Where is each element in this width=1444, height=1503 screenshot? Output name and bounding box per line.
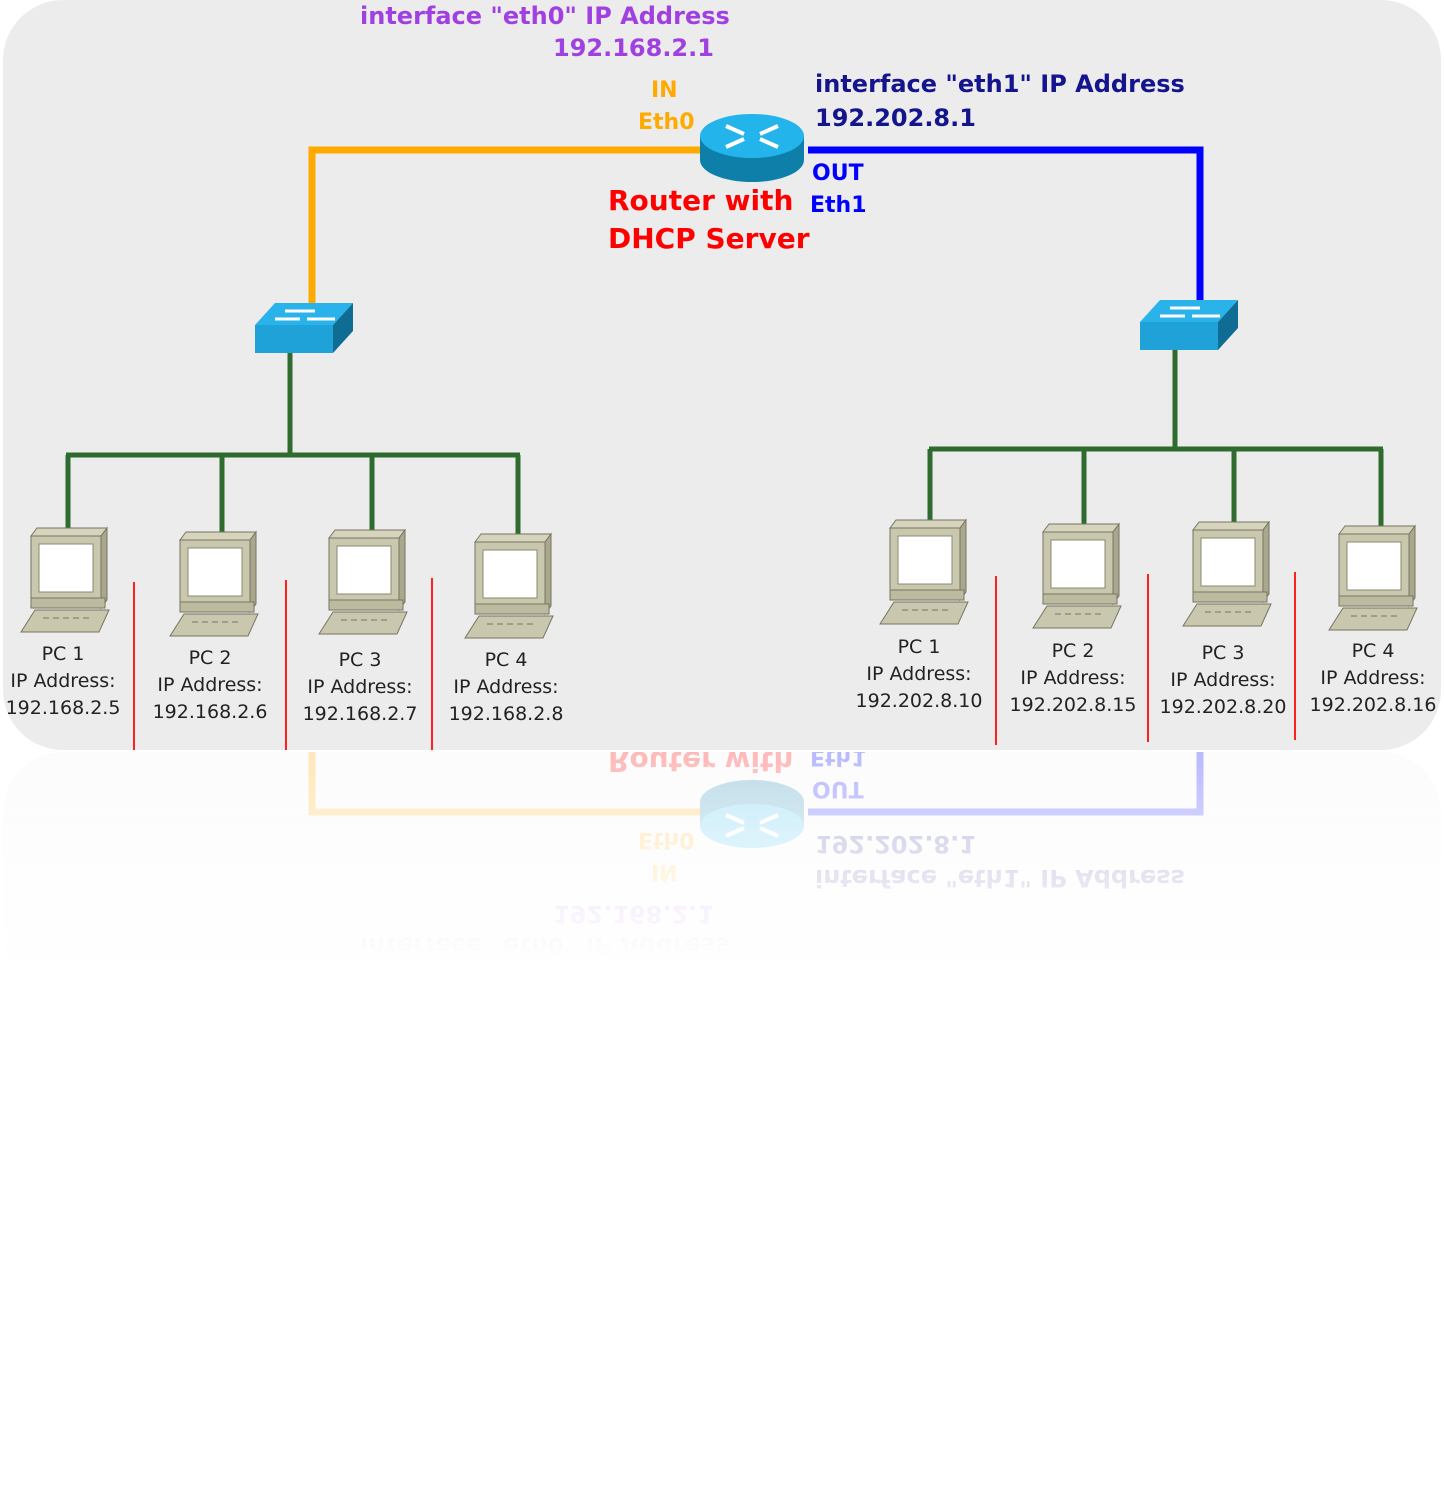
pc-label: PC 3 IP Address: 192.202.8.20 [1160, 640, 1287, 721]
eth1-ip: 192.202.8.1 [815, 104, 976, 132]
pc-name: PC 1 [41, 643, 85, 665]
pc-label: PC 3 IP Address: 192.168.2.7 [303, 647, 418, 728]
pc-icon [20, 526, 110, 633]
ip-label: IP Address: [1320, 667, 1426, 689]
pc-name: PC 2 [188, 647, 232, 669]
pc-label: PC 2 IP Address: 192.168.2.6 [153, 645, 268, 726]
right-lan-links [927, 350, 1384, 528]
network-links [20, 114, 1418, 750]
pc-icon [169, 530, 259, 637]
switch-icon [255, 303, 353, 353]
pc-label: PC 1 IP Address: 192.168.2.5 [6, 641, 121, 722]
eth1-ip: 192.202.8.1 [815, 830, 976, 858]
ip-label: IP Address: [1170, 669, 1276, 691]
ip-address: 192.202.8.20 [1159, 696, 1287, 718]
ip-label: IP Address: [157, 674, 263, 696]
eth1-port: Eth1 [810, 193, 867, 218]
pc-icon [1328, 524, 1418, 631]
router-label-line1: Router with [608, 184, 794, 217]
eth0-ip: 192.168.2.1 [553, 900, 714, 928]
ip-label: IP Address: [10, 670, 116, 692]
pc-name: PC 4 [1351, 640, 1395, 662]
switch-icon [1140, 300, 1238, 350]
eth0-port: Eth0 [638, 827, 695, 852]
pc-icon [318, 528, 408, 635]
pc-label: PC 2 IP Address: 192.202.8.15 [1010, 638, 1137, 719]
ip-address: 192.202.8.16 [1309, 694, 1437, 716]
ip-address: 192.168.2.7 [302, 703, 418, 725]
reflection-content: interface "eth0" IP Address 192.168.2.1 … [3, 752, 1441, 962]
pc-label: PC 4 IP Address: 192.168.2.8 [449, 647, 564, 728]
pc-icon [1032, 522, 1122, 629]
ip-address: 192.168.2.8 [448, 703, 564, 725]
ip-address: 192.168.2.6 [152, 701, 268, 723]
router-label-line2: DHCP Server [608, 222, 810, 255]
ip-address: 192.168.2.5 [5, 697, 121, 719]
eth1-port: Eth1 [810, 752, 867, 769]
eth0-link [308, 146, 703, 325]
left-lan-links [65, 350, 521, 536]
eth1-direction: OUT [812, 776, 864, 801]
ip-address: 192.202.8.10 [855, 690, 983, 712]
pc-name: PC 3 [338, 649, 382, 671]
router-icon [700, 114, 804, 182]
pc-name: PC 4 [484, 649, 528, 671]
eth0-link [308, 752, 703, 816]
eth1-link [808, 146, 1204, 315]
pc-label: PC 4 IP Address: 192.202.8.16 [1310, 638, 1437, 719]
diagram-panel: interface "eth0" IP Address 192.168.2.1 … [3, 0, 1441, 750]
eth1-direction: OUT [812, 161, 864, 186]
pc-name: PC 3 [1201, 642, 1245, 664]
eth1-link [808, 752, 1204, 816]
eth0-title: interface "eth0" IP Address [360, 2, 730, 30]
ip-label: IP Address: [1020, 667, 1126, 689]
eth0-ip: 192.168.2.1 [553, 34, 714, 62]
ip-label: IP Address: [866, 663, 972, 685]
separators [133, 572, 1296, 750]
network-links [308, 752, 1204, 848]
pc-icon [1182, 520, 1272, 627]
ip-address: 192.202.8.15 [1009, 694, 1137, 716]
router-label-line1: Router with [608, 752, 794, 778]
pc-icon [879, 518, 969, 625]
eth1-title: interface "eth1" IP Address [815, 70, 1185, 98]
eth0-title: interface "eth0" IP Address [360, 932, 730, 960]
eth0-direction: IN [651, 859, 678, 884]
router-icon [700, 780, 804, 848]
pc-name: PC 2 [1051, 640, 1095, 662]
pc-icon [464, 532, 554, 639]
ip-label: IP Address: [307, 676, 413, 698]
eth0-port: Eth0 [638, 110, 695, 135]
pc-name: PC 1 [897, 636, 941, 658]
ip-label: IP Address: [453, 676, 559, 698]
eth0-direction: IN [651, 78, 678, 103]
pc-label: PC 1 IP Address: 192.202.8.10 [856, 634, 983, 715]
reflection: interface "eth0" IP Address 192.168.2.1 … [3, 752, 1441, 962]
eth1-title: interface "eth1" IP Address [815, 864, 1185, 892]
